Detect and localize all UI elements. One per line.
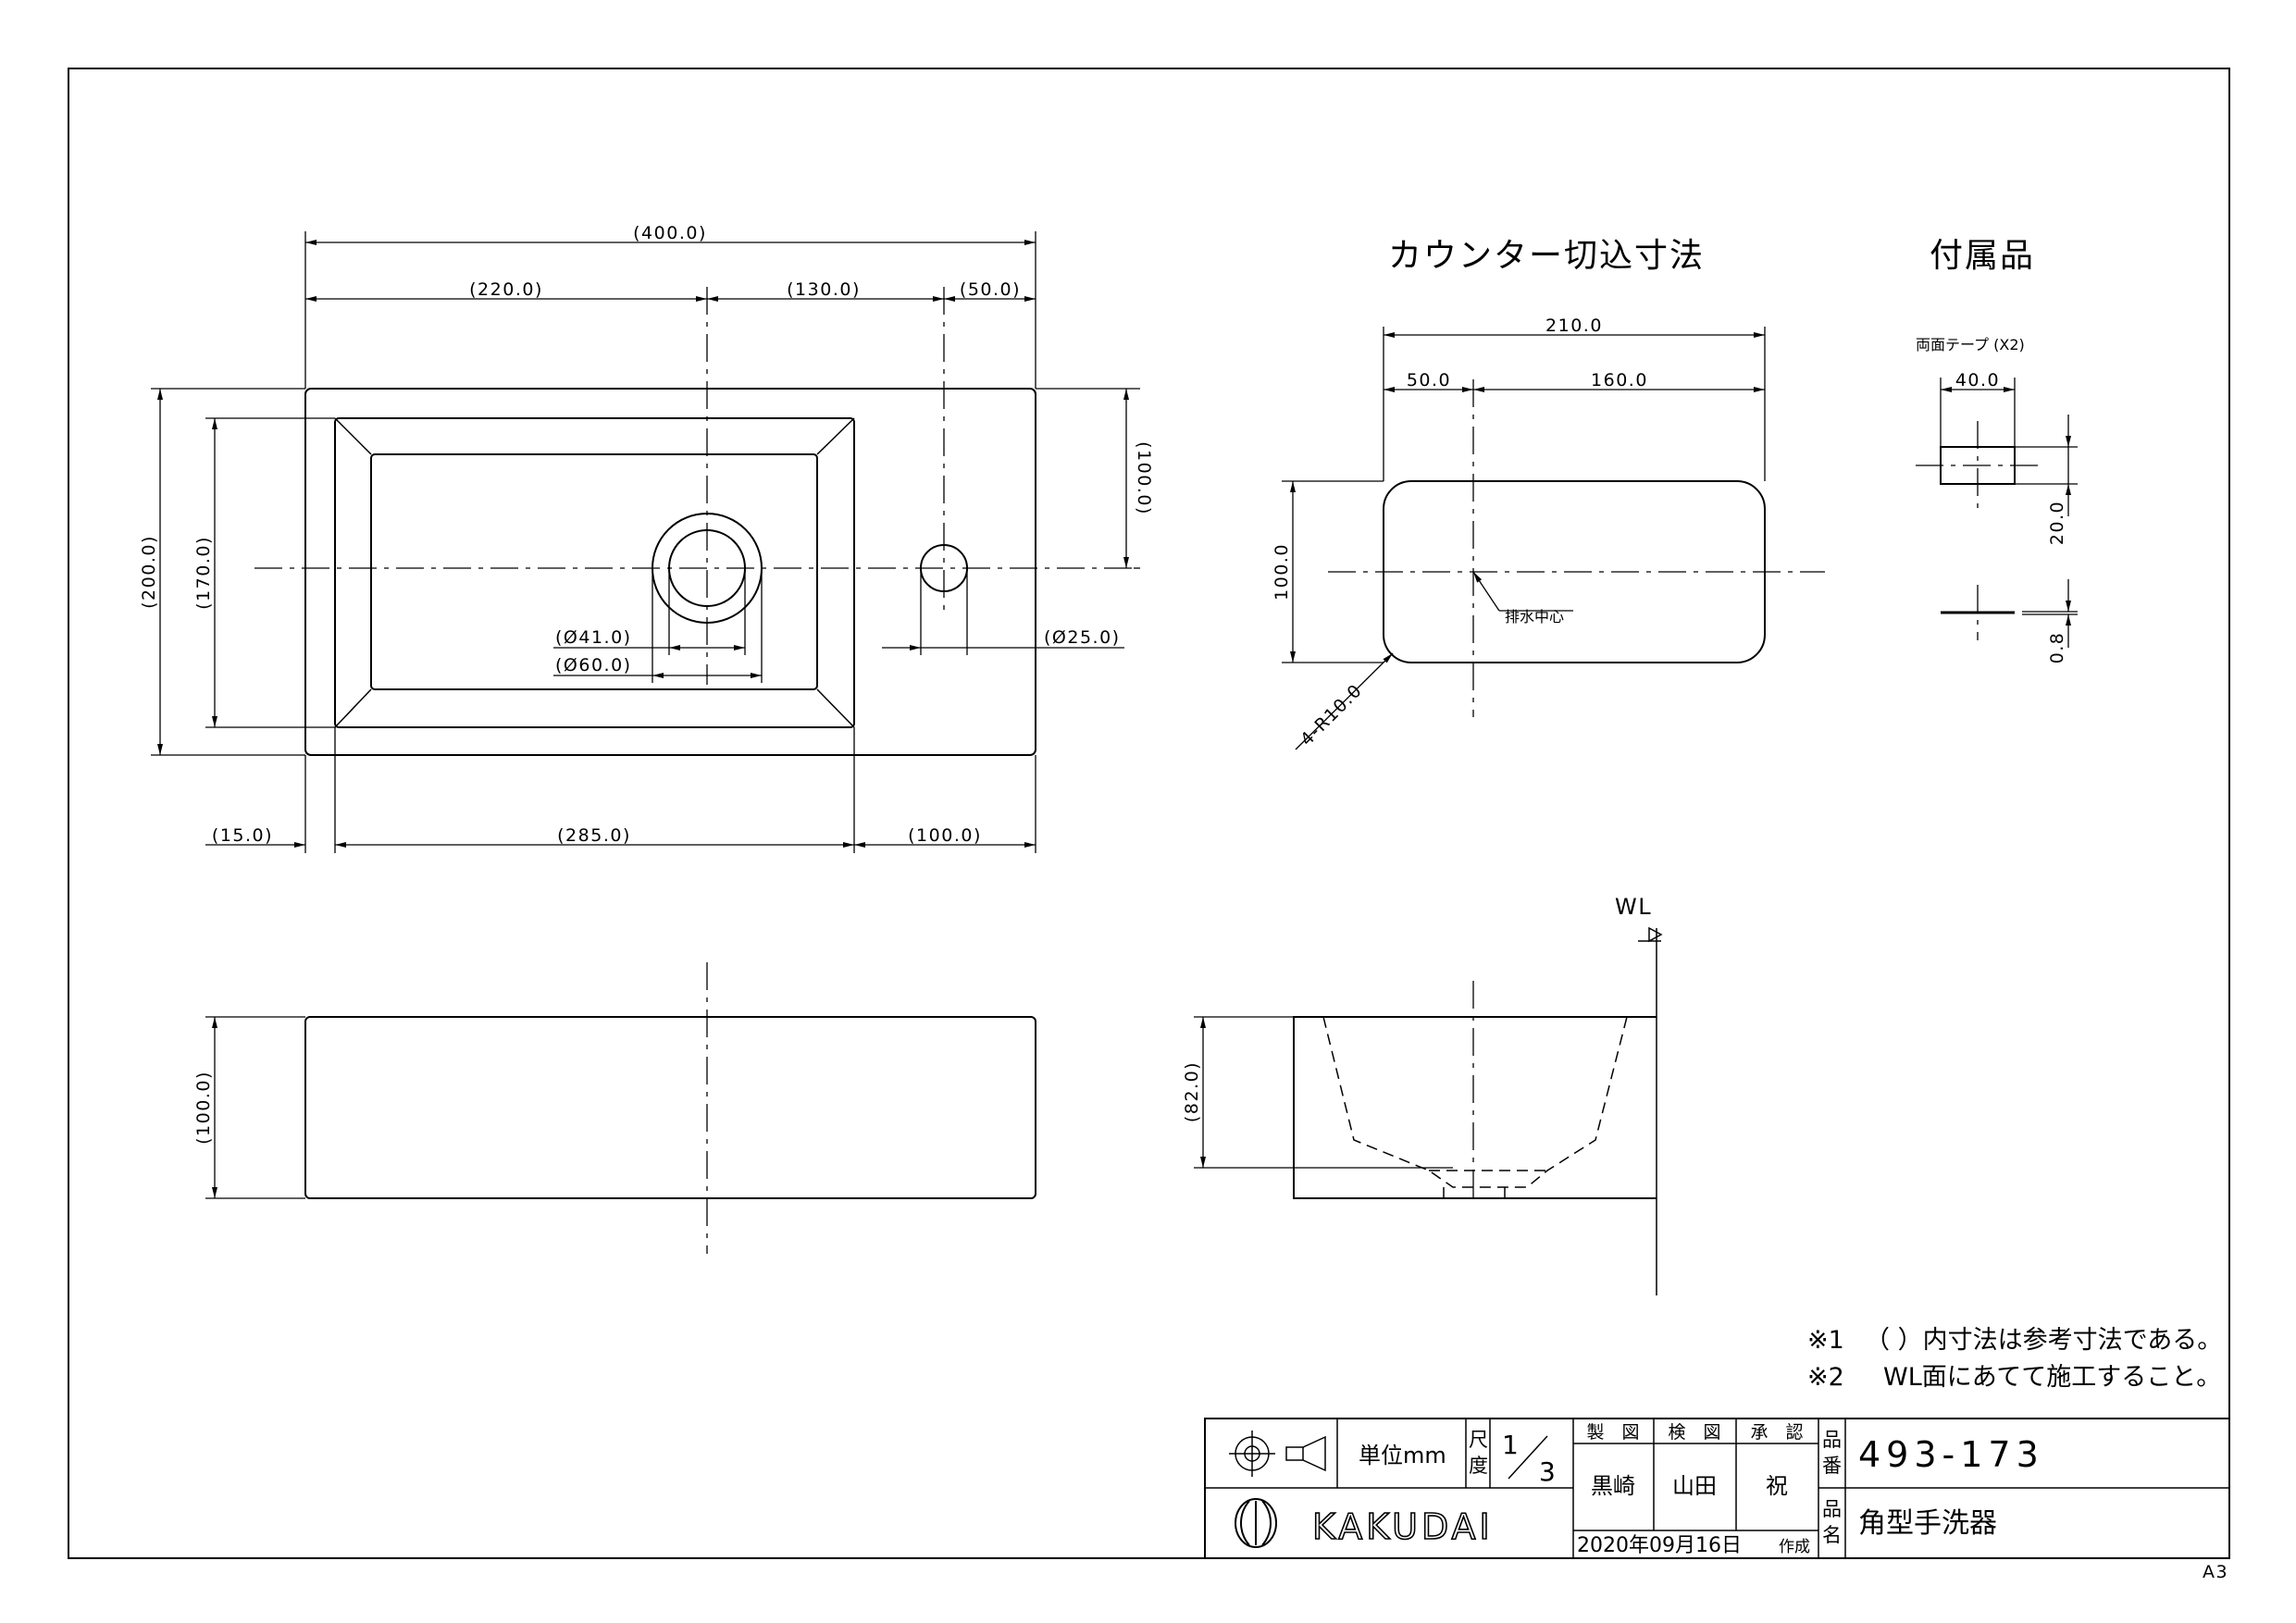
dim-100-right: (100.0) — [1134, 441, 1154, 515]
plan-view: (400.0) (220.0) (130.0) (50.0) (200.0) (… — [139, 223, 1154, 853]
dim-50: (50.0) — [960, 279, 1021, 300]
dim-faucet-25: (Ø25.0) — [1044, 627, 1121, 648]
scale-numerator: 1 — [1502, 1430, 1519, 1460]
part-no-label-2: 番 — [1822, 1455, 1842, 1477]
dim-220: (220.0) — [469, 279, 543, 300]
dim-100-bottom: (100.0) — [908, 825, 982, 846]
dim-tape-40: 40.0 — [1955, 370, 2000, 390]
dim-depth-82: (82.0) — [1182, 1061, 1202, 1122]
part-name-label-1: 品 — [1822, 1498, 1842, 1520]
counter-cutout-view: カウンター切込寸法 210.0 50.0 160.0 100.0 4-R10.0… — [1272, 237, 1825, 750]
accessories-title: 付属品 — [1930, 237, 2035, 275]
note-2-text: WL面にあてて施工すること。 — [1883, 1363, 2221, 1392]
dim-corner-radius: 4-R10.0 — [1297, 680, 1367, 750]
accessories-view: 付属品 両面テープ (X2) 40.0 20.0 0.8 — [1916, 237, 2078, 663]
basin-outline — [304, 388, 1036, 756]
checked-by: 山田 — [1672, 1473, 1717, 1499]
dim-400: (400.0) — [633, 223, 707, 243]
approved-by: 祝 — [1766, 1473, 1788, 1499]
drawn-header: 製 図 — [1586, 1422, 1639, 1443]
dim-tape-20: 20.0 — [2047, 501, 2067, 545]
note-1-text: （ ）内寸法は参考寸法である。 — [1865, 1326, 2222, 1355]
dim-drain-41: (Ø41.0) — [555, 627, 632, 648]
third-angle-projection-icon — [1229, 1431, 1326, 1477]
dim-cutout-50: 50.0 — [1407, 370, 1451, 390]
bowl-bottom — [370, 453, 818, 690]
scale-denominator: 3 — [1539, 1456, 1556, 1487]
kakudai-logo: KAKUDAI — [1235, 1498, 1494, 1548]
drawing-border — [68, 68, 2230, 1559]
part-name: 角型手洗器 — [1858, 1507, 1997, 1540]
unit-label: 単位mm — [1359, 1443, 1446, 1468]
scale-label-2: 度 — [1469, 1455, 1488, 1477]
company-name: KAKUDAI — [1312, 1506, 1494, 1547]
part-number: 493-173 — [1858, 1434, 2044, 1475]
front-view: (100.0) — [193, 962, 1036, 1254]
section-view: WL (82.0) — [1182, 894, 1663, 1295]
approved-header: 承 認 — [1750, 1422, 1803, 1443]
scale-label-1: 尺 — [1469, 1429, 1488, 1451]
note-1-mark: ※1 — [1807, 1326, 1844, 1355]
dim-tape-08: 0.8 — [2047, 632, 2067, 664]
notes: ※1 （ ）内寸法は参考寸法である。 ※2 WL面にあてて施工すること。 — [1807, 1326, 2222, 1392]
part-name-label-2: 名 — [1822, 1524, 1842, 1546]
part-no-label-1: 品 — [1822, 1429, 1842, 1451]
drain-center-label: 排水中心 — [1505, 608, 1564, 626]
dim-130: (130.0) — [787, 279, 861, 300]
dim-drain-60: (Ø60.0) — [555, 655, 632, 675]
title-block: 単位mm 尺 度 1 3 製 図 検 図 承 認 黒崎 山田 祝 2020年09… — [1204, 1418, 2230, 1559]
drawn-by: 黒崎 — [1591, 1473, 1635, 1499]
tape-label: 両面テープ (X2) — [1916, 336, 2025, 353]
dim-15: (15.0) — [212, 825, 273, 846]
dim-200: (200.0) — [139, 535, 159, 609]
dim-cutout-210: 210.0 — [1545, 316, 1603, 336]
dim-front-100: (100.0) — [193, 1071, 214, 1145]
wl-label: WL — [1615, 894, 1652, 920]
counter-cutout-title: カウンター切込寸法 — [1388, 237, 1705, 275]
bowl-rim — [334, 417, 855, 728]
dim-285: (285.0) — [557, 825, 631, 846]
dim-cutout-100: 100.0 — [1272, 543, 1292, 601]
front-outline — [304, 1016, 1036, 1199]
drawing-date: 2020年09月16日 — [1577, 1534, 1742, 1557]
dim-170: (170.0) — [193, 536, 214, 610]
dim-cutout-160: 160.0 — [1591, 370, 1648, 390]
checked-header: 検 図 — [1668, 1422, 1720, 1443]
created-label: 作成 — [1779, 1538, 1810, 1556]
sheet-size: A3 — [2203, 1562, 2228, 1582]
note-2-mark: ※2 — [1807, 1363, 1844, 1392]
